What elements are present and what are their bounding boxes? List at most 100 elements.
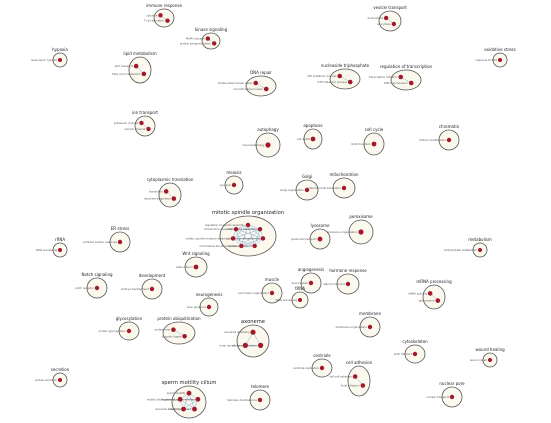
gene-set-node[interactable] [298, 298, 302, 302]
gene-set-node[interactable] [171, 327, 176, 333]
gene-set-node[interactable] [141, 71, 147, 77]
gene-set-node[interactable] [186, 390, 192, 396]
gene-set-node[interactable] [205, 36, 211, 41]
gene-set-node[interactable] [163, 189, 169, 194]
gene-set-node[interactable] [233, 226, 239, 232]
gene-set-node[interactable] [171, 196, 177, 201]
gene-set-node[interactable] [347, 79, 353, 85]
gene-set-node[interactable] [192, 406, 197, 412]
gene-set-node[interactable] [149, 286, 155, 292]
gene-set-node[interactable] [158, 13, 163, 18]
gene-set-node[interactable] [245, 222, 251, 228]
gene-set-node[interactable] [310, 136, 316, 142]
gene-set-node[interactable] [146, 126, 151, 132]
gene-set-node[interactable] [94, 285, 100, 291]
gene-set-node[interactable] [269, 290, 275, 296]
gene-set-node[interactable] [427, 291, 433, 296]
gene-set-node[interactable] [263, 86, 269, 92]
gene-set-node[interactable] [250, 329, 256, 335]
gene-set-node[interactable] [117, 239, 123, 245]
gene-set-node[interactable] [177, 396, 183, 402]
gene-set-node[interactable] [449, 394, 455, 400]
gene-set-node[interactable] [195, 396, 201, 402]
gene-set-node[interactable] [126, 328, 132, 334]
gene-set-node[interactable] [181, 406, 186, 412]
gene-set-node[interactable] [488, 358, 492, 362]
gene-set-node[interactable] [358, 229, 364, 235]
gene-set-node[interactable] [435, 298, 441, 303]
gene-set-node[interactable] [139, 120, 144, 126]
gene-set-node[interactable] [133, 63, 139, 69]
cluster[interactable]: double-strand break repairrecombinationa… [218, 70, 277, 97]
gene-set-node[interactable] [319, 365, 325, 371]
gene-set-node[interactable] [391, 21, 397, 27]
gene-set-node[interactable] [398, 74, 404, 80]
gene-set-node[interactable] [446, 137, 452, 143]
gene-set-node[interactable] [337, 73, 343, 79]
cluster[interactable]: regulation of spindle assemblycentrosome… [186, 210, 285, 257]
gene-set-node[interactable] [498, 58, 502, 62]
gene-set-node[interactable] [345, 281, 351, 287]
gene-set-node[interactable] [341, 185, 347, 191]
gene-set-node[interactable] [308, 280, 314, 286]
gene-set-node[interactable] [371, 141, 377, 147]
gene-set-node[interactable] [257, 226, 263, 232]
gene-set-node[interactable] [211, 41, 217, 46]
gene-set-node[interactable] [58, 58, 62, 62]
gene-set-node[interactable] [58, 378, 62, 382]
gene-set-node[interactable] [230, 236, 236, 241]
gene-set-node[interactable] [252, 243, 257, 249]
gene-set-node[interactable] [182, 334, 187, 339]
gene-set-node[interactable] [206, 304, 212, 310]
gene-set-node[interactable] [265, 142, 271, 148]
gene-set-node[interactable] [231, 182, 237, 188]
gene-set-node[interactable] [360, 383, 366, 388]
gene-set-node[interactable] [317, 236, 323, 242]
gene-set-node[interactable] [304, 187, 310, 193]
gene-set-node[interactable] [352, 374, 358, 379]
gene-set-node[interactable] [242, 342, 248, 348]
gene-set-node[interactable] [193, 264, 199, 270]
gene-set-node[interactable] [165, 18, 170, 23]
gene-set-node[interactable] [260, 236, 266, 241]
gene-set-node[interactable] [408, 80, 414, 86]
gene-set-node[interactable] [412, 351, 418, 357]
gene-set-node[interactable] [253, 80, 259, 86]
gene-set-node[interactable] [478, 248, 482, 252]
